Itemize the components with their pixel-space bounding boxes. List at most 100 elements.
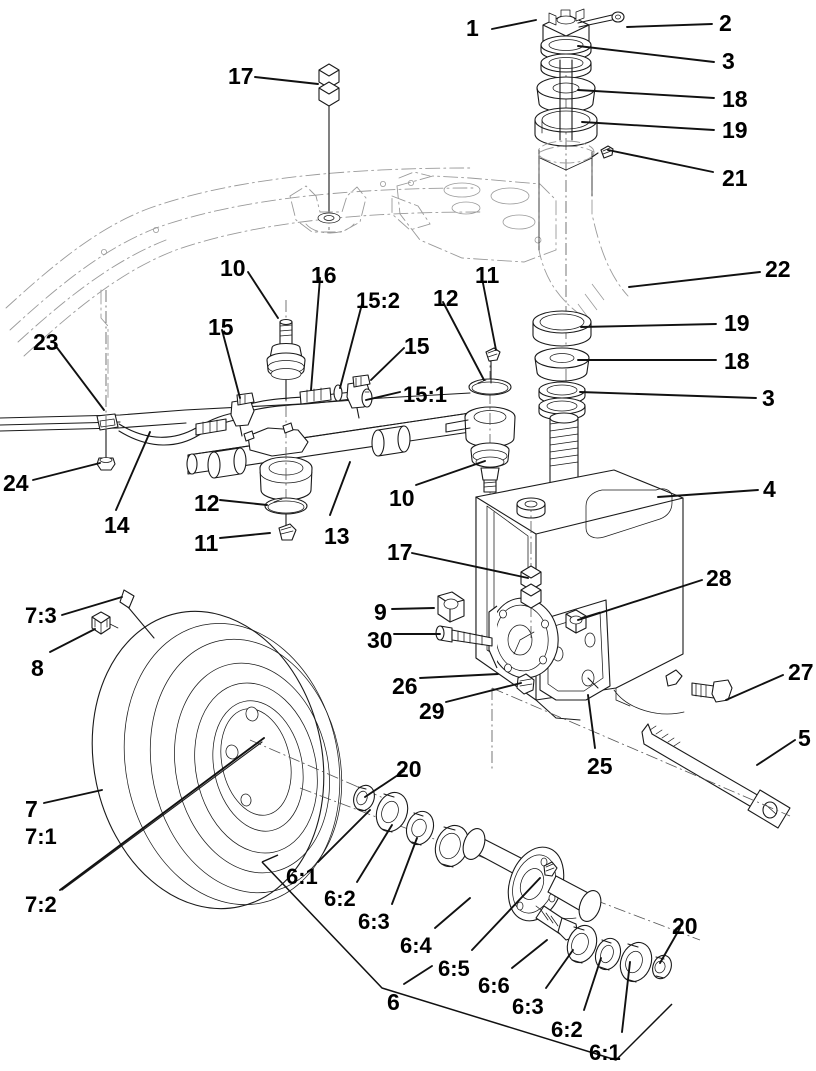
axle-rod-5 (641, 723, 791, 829)
hex-nut-17-flange (516, 497, 546, 640)
leader-line-8 (49, 628, 96, 653)
leader-line-3 (577, 45, 715, 63)
callout-label-30: 30 (367, 627, 393, 653)
callout-label-17: 17 (387, 539, 413, 565)
leader-line-25 (587, 694, 596, 749)
seal-6-1-right (619, 941, 653, 983)
dust-cap-lower (534, 347, 590, 382)
thrust-washer-upper-2 (540, 53, 592, 79)
valve-stem-7-3 (119, 589, 155, 639)
callout-label-6-5: 6:5 (438, 956, 470, 981)
callout-label-7-2: 7:2 (25, 892, 57, 917)
callout-label-26: 26 (392, 673, 418, 699)
leader-line-6-1 (621, 961, 631, 1033)
leader-line-4 (657, 489, 759, 498)
flange-nut-28 (565, 609, 587, 634)
leader-line-1 (491, 19, 537, 30)
callout-label-7-3: 7:3 (25, 603, 57, 628)
leader-line-21 (607, 149, 714, 173)
callout-label-7-1: 7:1 (25, 824, 57, 849)
leader-line-17 (411, 552, 529, 579)
hydraulic-hose-14 (118, 411, 242, 446)
leader-line-15-2 (339, 303, 363, 389)
leader-line-26 (419, 673, 499, 679)
leader-line-19 (580, 323, 717, 328)
spindle-flange-26 (488, 597, 559, 679)
flange-nut-29 (516, 673, 535, 695)
callout-label-28: 28 (706, 565, 732, 591)
callout-label-6-3: 6:3 (512, 994, 544, 1019)
callout-label-3: 3 (722, 48, 735, 74)
leader-line-20 (659, 927, 681, 964)
leader-line-6-4 (434, 897, 471, 929)
callout-label-25: 25 (587, 753, 613, 779)
leader-line-14 (115, 431, 151, 511)
callout-label-9: 9 (374, 599, 387, 625)
leader-line-11 (481, 277, 497, 351)
axle-hardware (491, 679, 791, 829)
bearing-cone-6-2-right (594, 937, 622, 971)
hub-assembly-6 (261, 784, 701, 1061)
callout-label-27: 27 (788, 659, 814, 685)
leader-line-10 (415, 460, 486, 486)
callout-label-1: 1 (466, 15, 479, 41)
leader-line-15 (370, 347, 405, 381)
callout-label-15-2: 15:2 (356, 288, 401, 313)
callout-label-24: 24 (3, 470, 29, 496)
hub-6-4 (462, 828, 602, 922)
leader-line-10 (247, 271, 279, 319)
leader-line-23 (54, 344, 105, 411)
dust-cap-20-left (353, 784, 375, 812)
leader-line-22 (628, 271, 761, 288)
spindle-flange-group (435, 497, 587, 695)
callout-label-10: 10 (220, 255, 246, 281)
leader-line-2 (626, 23, 713, 28)
callout-label-8: 8 (31, 655, 44, 681)
callout-label-11: 11 (475, 262, 500, 288)
leader-line-6-3 (391, 837, 418, 905)
leader-line-16 (310, 277, 321, 391)
callout-label-18: 18 (724, 348, 750, 374)
leader-line-15-1 (365, 391, 401, 401)
callout-label-21: 21 (722, 165, 748, 191)
callout-label-6-2: 6:2 (324, 886, 356, 911)
callout-label-17: 17 (228, 63, 254, 89)
retaining-ring-12-lower (264, 497, 308, 515)
bearing-cup-6-3-right (566, 924, 598, 964)
wheel-assembly-7 (61, 589, 389, 910)
callout-label-6-2: 6:2 (551, 1017, 583, 1042)
leader-line-15 (221, 329, 241, 399)
chassis-phantom-outline (5, 145, 629, 357)
leader-line-19 (581, 121, 715, 131)
leader-line-7 (43, 789, 103, 804)
leader-line-9 (391, 607, 435, 610)
grease-fitting-11-lower (278, 513, 297, 541)
shoulder-bolt-27 (691, 679, 733, 703)
tie-rod-group (0, 289, 516, 541)
leader-line-24 (32, 462, 101, 481)
bearing-race-lower (532, 310, 592, 347)
callout-label-19: 19 (722, 117, 748, 143)
callout-label-4: 4 (763, 476, 776, 502)
tie-rod-fittings (243, 422, 294, 442)
leader-line-6 (403, 965, 433, 985)
leader-line-11 (219, 532, 271, 539)
flange-bolt-24 (96, 429, 116, 471)
callout-label-5: 5 (798, 725, 811, 751)
mounting-plate-25 (539, 599, 611, 701)
callout-label-22: 22 (765, 256, 791, 282)
callout-label-6-1: 6:1 (286, 864, 318, 889)
callout-label-6-6: 6:6 (478, 973, 510, 998)
leader-line-3 (579, 391, 757, 399)
callout-label-29: 29 (419, 698, 445, 724)
leader-line-6-6 (511, 939, 548, 969)
callout-label-16: 16 (311, 262, 337, 288)
leader-line-6-1 (317, 809, 371, 863)
leader-line-7-3 (61, 596, 123, 616)
cotter-pin-part (577, 11, 625, 28)
grease-fitting-21 (591, 145, 614, 159)
hex-nut-17-top (289, 63, 367, 234)
callout-label-15: 15 (404, 333, 430, 359)
o-ring-15-2 (333, 384, 343, 402)
